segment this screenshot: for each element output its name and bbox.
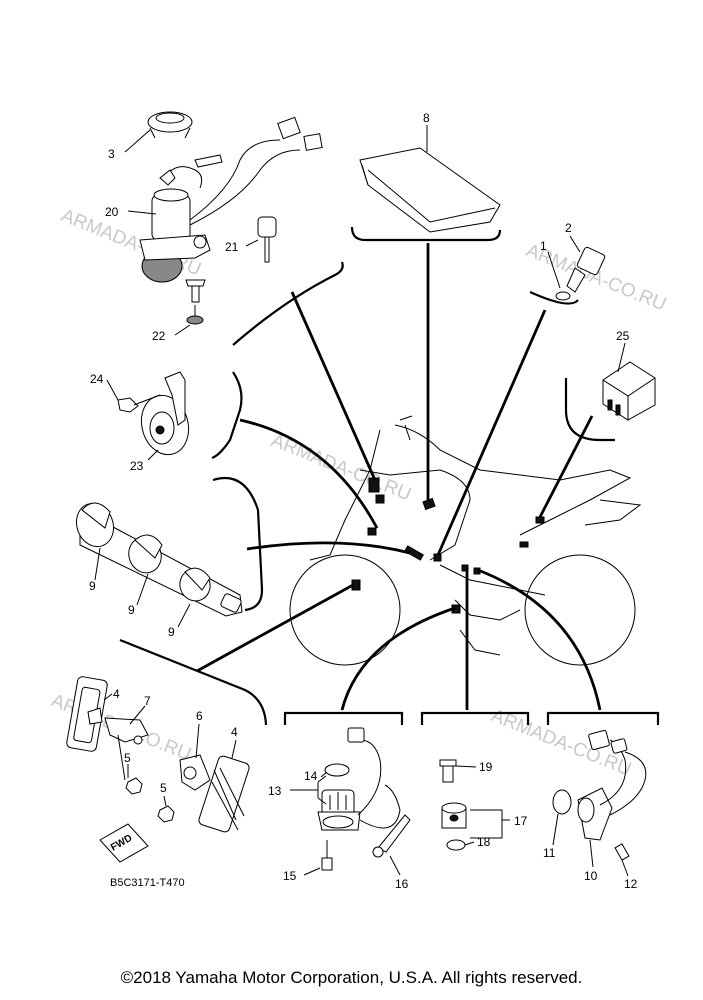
callout-2: 2 (565, 221, 572, 235)
reflector-left (66, 676, 108, 752)
o-ring-1 (555, 291, 571, 301)
bolt-15 (321, 857, 333, 871)
callout-9a: 9 (89, 579, 96, 593)
bolt-24 (117, 397, 139, 413)
o-ring-14 (324, 763, 350, 777)
speed-sensor-group (317, 727, 411, 871)
callout-12: 12 (624, 877, 638, 891)
ecu-group (359, 147, 501, 233)
o-ring-11 (552, 789, 572, 815)
nut-5b (157, 805, 175, 823)
callout-6: 6 (196, 709, 203, 723)
callout-22: 22 (152, 329, 166, 343)
callout-4a: 4 (113, 687, 120, 701)
callout-21: 21 (225, 240, 239, 254)
callout-9b: 9 (128, 603, 135, 617)
horn-group (117, 371, 190, 456)
callout-15: 15 (283, 869, 297, 883)
callout-25: 25 (616, 329, 630, 343)
ecu (359, 147, 501, 233)
callout-11: 11 (543, 846, 556, 860)
callout-14: 14 (304, 769, 318, 783)
reflector-right (198, 755, 250, 833)
sensor-10-group (552, 729, 647, 861)
key (257, 216, 277, 238)
switch-connector-a (277, 116, 301, 140)
callout-17: 17 (514, 814, 528, 828)
sensor-body (576, 246, 606, 276)
callout-19: 19 (479, 760, 493, 774)
callout-20: 20 (105, 205, 119, 219)
handlebar-switch-group (75, 502, 243, 617)
callout-9c: 9 (168, 625, 175, 639)
callout-labels: 1 2 3 4 4 5 5 6 7 8 9 9 9 10 11 12 13 14… (89, 111, 638, 891)
ignition-switch-body (151, 194, 191, 241)
leader-lines (196, 243, 602, 711)
callout-7: 7 (144, 694, 151, 708)
callout-5b: 5 (160, 781, 167, 795)
clamp-16 (377, 814, 411, 853)
watermark-3: ARMADA-CO.RU (268, 430, 414, 505)
copyright-notice: ©2018 Yamaha Motor Corporation, U.S.A. A… (120, 968, 583, 987)
relay (602, 361, 656, 421)
callout-5a: 5 (124, 751, 131, 765)
callout-13: 13 (268, 784, 282, 798)
callout-1: 1 (540, 239, 547, 253)
reflector-group: FWD (66, 676, 250, 863)
screw-12 (614, 843, 630, 861)
callout-leaders (94, 125, 629, 877)
o-ring-18 (446, 839, 466, 851)
fwd-sign (99, 823, 149, 863)
reference-code: B5C3171-T470 (110, 877, 185, 889)
sensor-group (555, 246, 606, 301)
main-switch-group (139, 111, 323, 325)
callout-10: 10 (584, 869, 598, 883)
switch-17-group (439, 759, 467, 851)
callout-8: 8 (423, 111, 430, 125)
relay-group (602, 361, 656, 421)
callout-18: 18 (477, 835, 491, 849)
motorcycle-outline (289, 415, 642, 666)
callout-3: 3 (108, 147, 115, 161)
callout-23: 23 (130, 459, 144, 473)
callout-16: 16 (395, 877, 409, 891)
nut-5a (125, 777, 143, 795)
group-brackets (119, 226, 660, 726)
switch-connector-b (303, 133, 323, 151)
callout-24: 24 (90, 372, 104, 386)
callout-4b: 4 (231, 725, 238, 739)
